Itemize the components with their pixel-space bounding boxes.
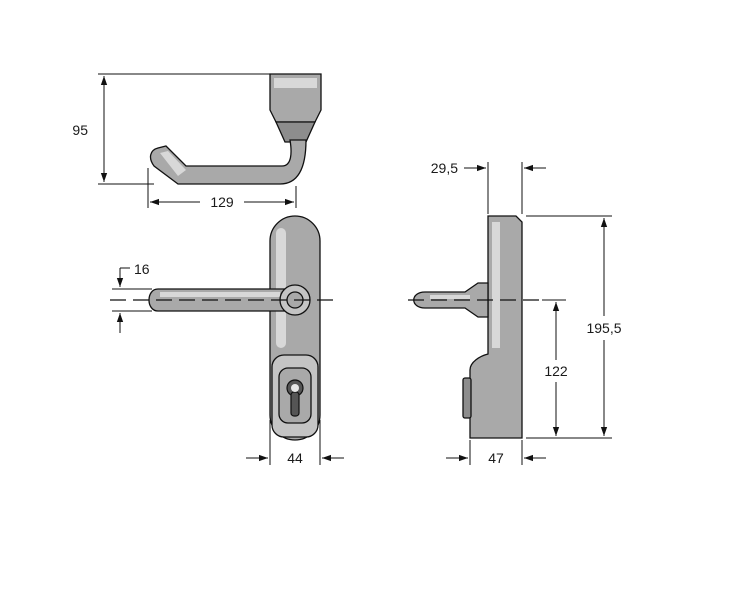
dim-122: 122	[544, 363, 568, 379]
side-cylinder	[462, 377, 472, 419]
side-view: 29,5 195,5 122 47	[408, 160, 622, 466]
dim-44: 44	[287, 450, 303, 466]
front-view: 16 44	[110, 215, 344, 466]
side-lever-stub	[413, 282, 489, 318]
dim-95: 95	[72, 122, 88, 138]
dim-195-5: 195,5	[586, 320, 621, 336]
dim-16: 16	[134, 261, 150, 277]
dim-129: 129	[210, 194, 234, 210]
dim-29-5: 29,5	[431, 160, 458, 176]
top-view: 95 129	[72, 73, 322, 210]
dim-47: 47	[488, 450, 504, 466]
top-lever-arm	[149, 139, 307, 185]
top-neck	[274, 121, 317, 143]
